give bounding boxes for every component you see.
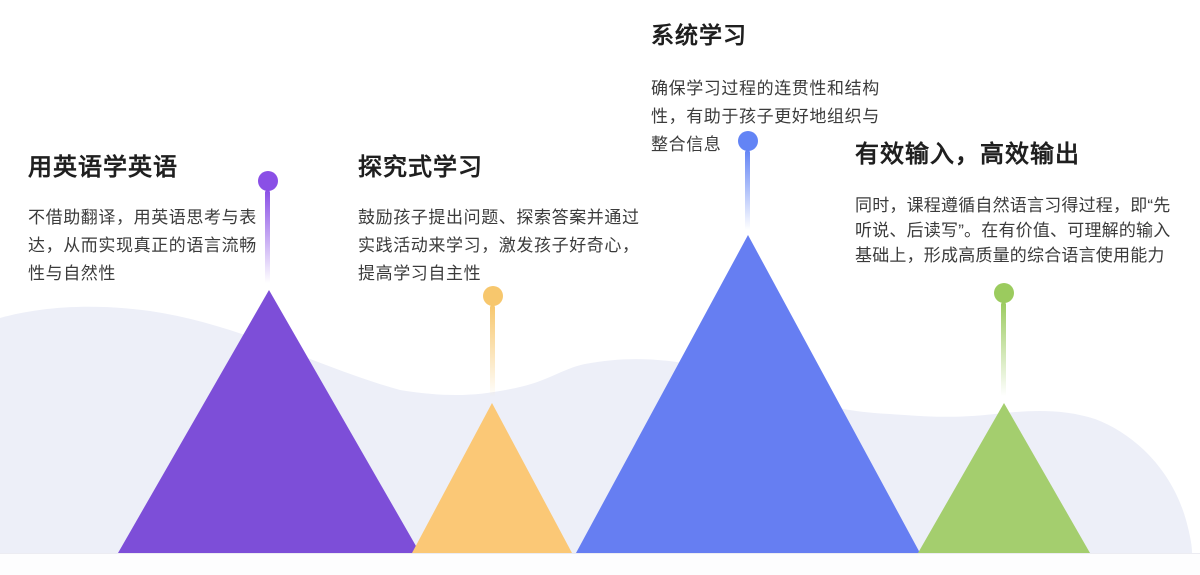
- feature-block-input-output: 有效输入，高效输出 同时，课程遵循自然语言习得过程，即“先 听说、后读写”。在有…: [855, 141, 1170, 268]
- marker-stem-purple: [265, 190, 270, 288]
- feature-description: 不借助翻译，用英语思考与表 达，从而实现真正的语言流畅 性与自然性: [28, 208, 257, 283]
- marker-stem-blue: [745, 150, 750, 234]
- marker-stem-green: [1001, 302, 1006, 401]
- bottom-strip: [0, 553, 1200, 575]
- feature-title: 用英语学英语: [28, 154, 178, 181]
- feature-description: 鼓励孩子提出问题、探索答案并通过 实践活动来学习，激发孩子好奇心， 提高学习自主…: [358, 208, 640, 283]
- marker-stem-orange: [490, 305, 495, 402]
- marker-dot-blue: [738, 131, 758, 151]
- feature-title: 探究式学习: [358, 154, 483, 181]
- feature-title: 系统学习: [651, 22, 747, 48]
- marker-dot-orange: [483, 286, 503, 306]
- marker-dot-purple: [258, 171, 278, 191]
- feature-title: 有效输入，高效输出: [855, 141, 1080, 168]
- marker-dot-green: [994, 283, 1014, 303]
- feature-description: 同时，课程遵循自然语言习得过程，即“先 听说、后读写”。在有价值、可理解的输入 …: [855, 196, 1171, 265]
- feature-block-systematic: 系统学习 确保学习过程的连贯性和结构 性，有助于孩子更好地组织与 整合信息: [651, 21, 880, 159]
- feature-description: 确保学习过程的连贯性和结构 性，有助于孩子更好地组织与 整合信息: [651, 79, 880, 154]
- feature-block-inquiry: 探究式学习 鼓励孩子提出问题、探索答案并通过 实践活动来学习，激发孩子好奇心， …: [358, 154, 640, 288]
- feature-block-immersion: 用英语学英语 不借助翻译，用英语思考与表 达，从而实现真正的语言流畅 性与自然性: [28, 154, 257, 288]
